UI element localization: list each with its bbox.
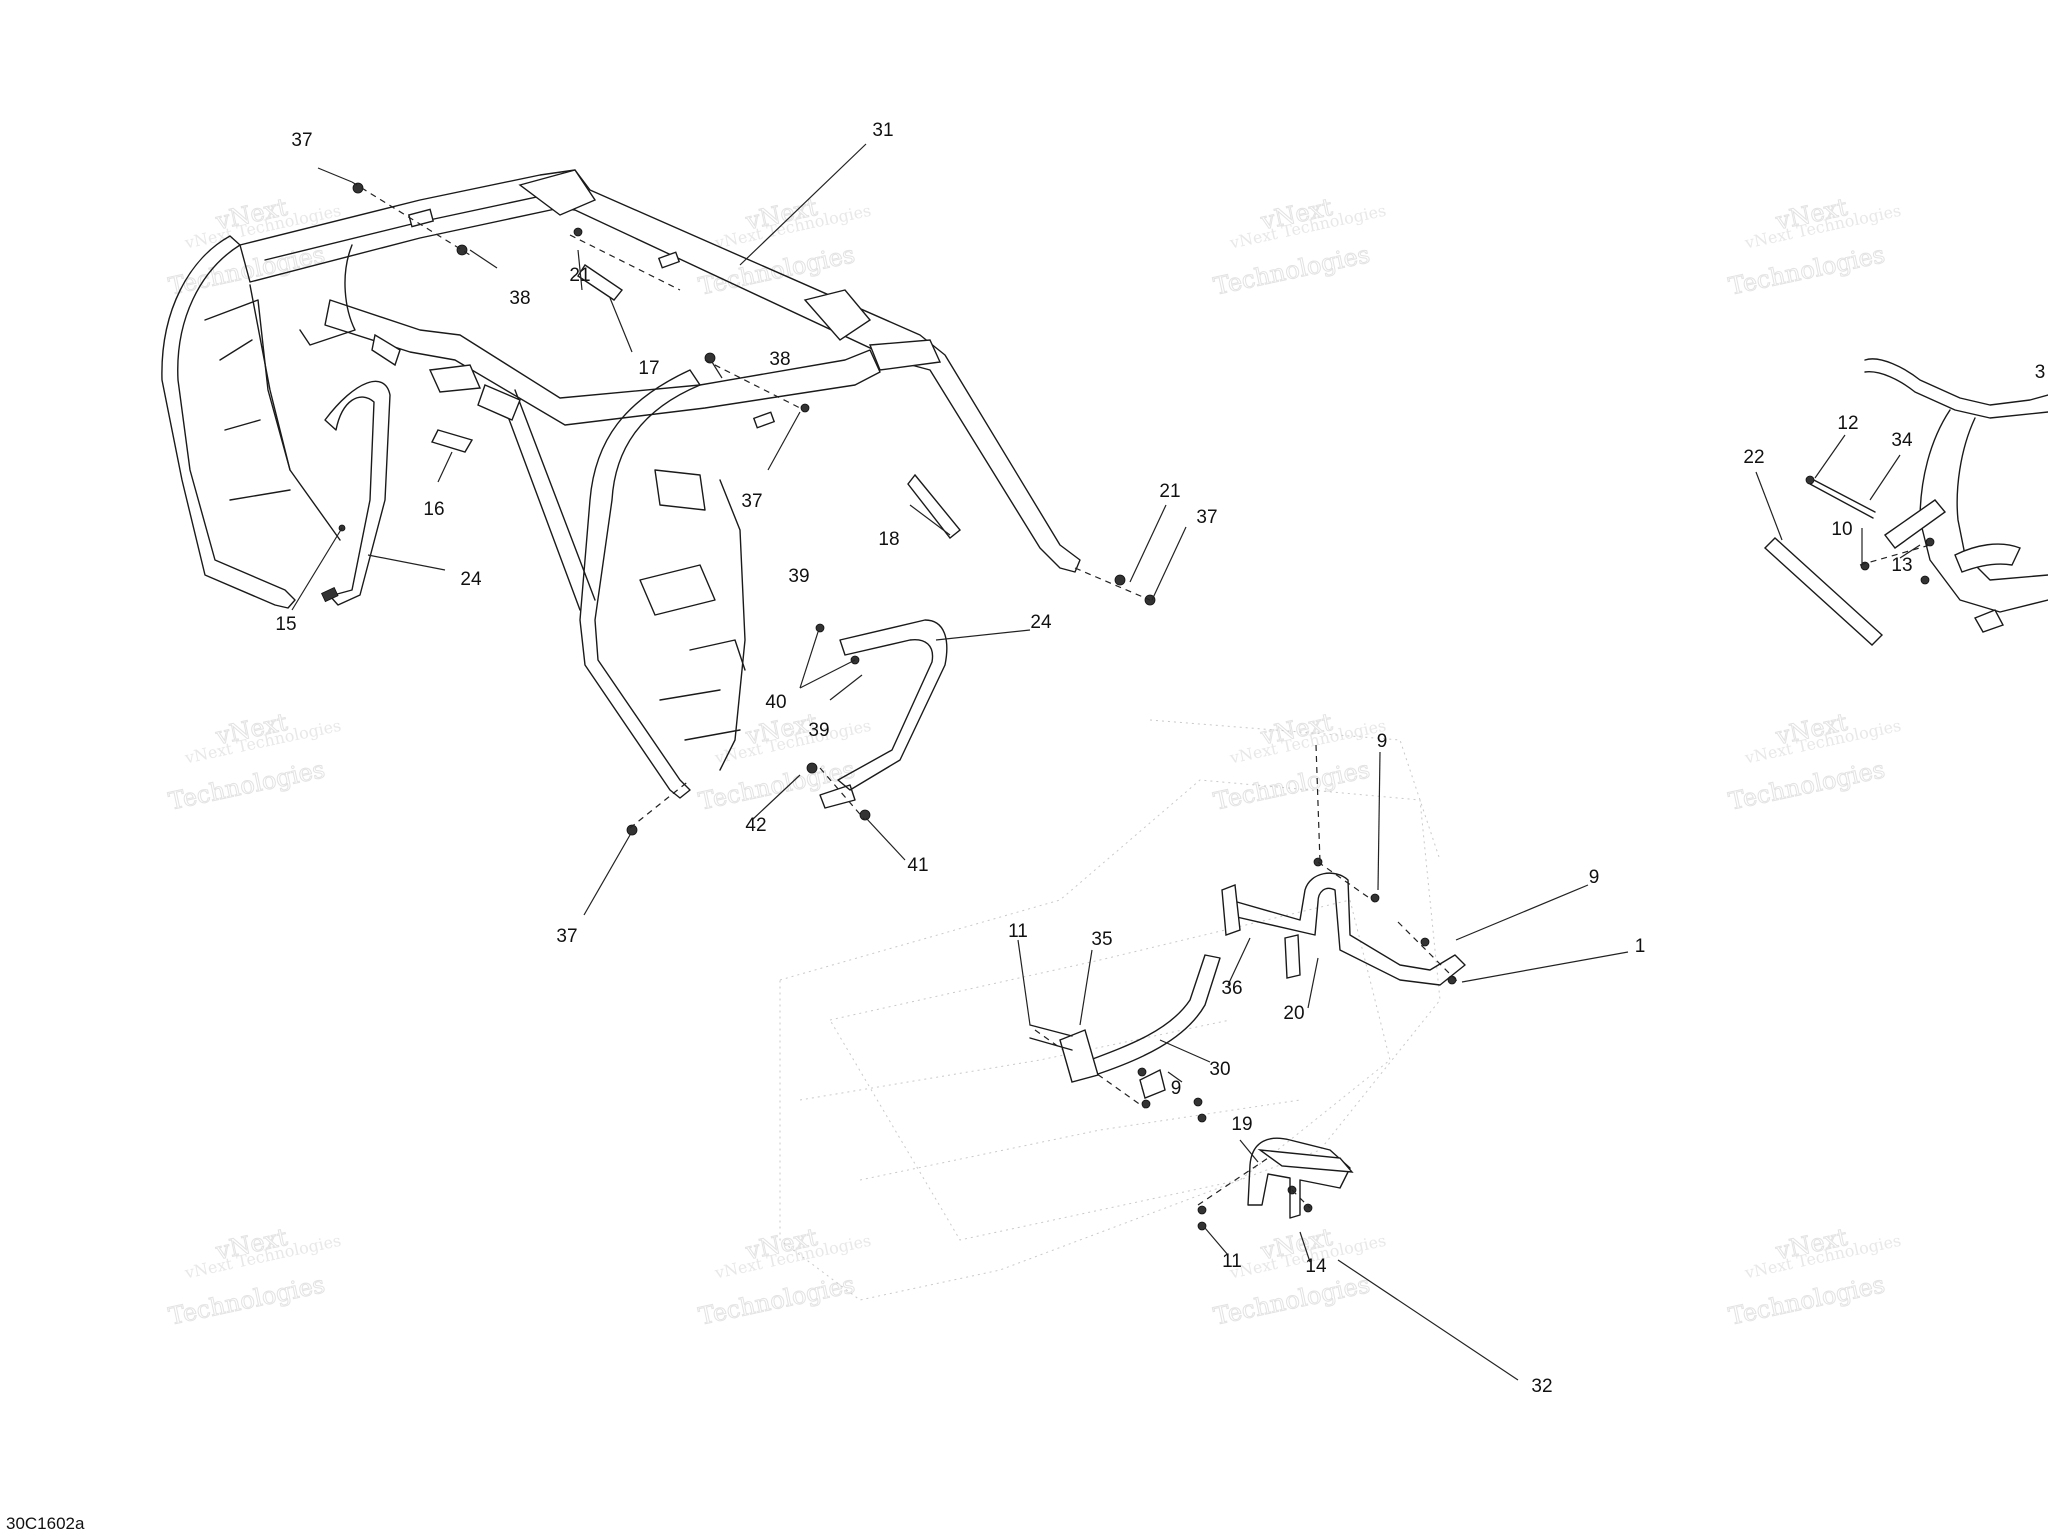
callout-label-c1: 1 [1635,936,1646,957]
callout-label-c11a: 11 [1008,921,1028,942]
callout-label-c38b: 38 [769,349,790,370]
callout-label-c9b: 9 [1589,867,1600,888]
callout-label-c39b: 39 [808,720,829,741]
callout-label-c34: 34 [1891,430,1913,451]
side-assembly-partial [1763,358,2048,646]
callout-label-c35: 35 [1091,929,1112,950]
callout-label-c14: 14 [1305,1256,1327,1277]
callout-label-c37c: 37 [1196,507,1217,528]
callout-label-c24a: 24 [460,569,482,590]
callout-label-c41: 41 [907,855,928,876]
ghost-chassis [779,719,1441,1301]
callout-label-c16: 16 [423,499,444,520]
callout-label-c40: 40 [765,692,786,713]
lower-frame-parts [1029,872,1466,1219]
callout-label-c13: 13 [1891,555,1912,576]
callout-label-c30: 30 [1209,1059,1230,1080]
callout-label-c22: 22 [1743,447,1764,468]
assembly-axes [351,181,1931,1209]
callout-label-c3x: 3 [2035,362,2046,383]
callout-label-c19: 19 [1231,1114,1252,1135]
callout-label-c11b: 11 [1222,1251,1242,1272]
callout-label-c21b: 21 [1159,481,1180,502]
callout-label-c20: 20 [1283,1003,1304,1024]
callout-label-c9a: 9 [1377,731,1388,752]
callout-label-c32: 32 [1531,1376,1552,1397]
roll-cage-frame [161,169,1081,799]
callout-label-c24b: 24 [1030,612,1052,633]
fasteners [338,182,1935,1231]
callout-label-c37d: 37 [556,926,577,947]
callout-label-c17: 17 [638,358,659,379]
callout-label-c21a: 21 [569,265,590,286]
callout-label-c37a: 37 [291,130,312,151]
callout-label-c37b: 37 [741,491,762,512]
callout-label-c18: 18 [878,529,899,550]
front-bar-left [321,380,391,606]
callout-label-c39a: 39 [788,566,809,587]
callout-label-c10: 10 [1831,519,1852,540]
callout-label-c31: 31 [872,120,893,141]
callout-label-c42: 42 [745,815,766,836]
callout-label-c15: 15 [275,614,296,635]
callout-label-c36: 36 [1221,978,1242,999]
drawing-code: 30C1602a [6,1514,85,1533]
callout-label-c9c: 9 [1171,1078,1182,1099]
plates [431,264,961,539]
callout-label-c12: 12 [1837,413,1858,434]
callout-label-c38a: 38 [509,288,530,309]
front-bar-right [819,619,948,809]
leader-lines [291,143,1921,1381]
